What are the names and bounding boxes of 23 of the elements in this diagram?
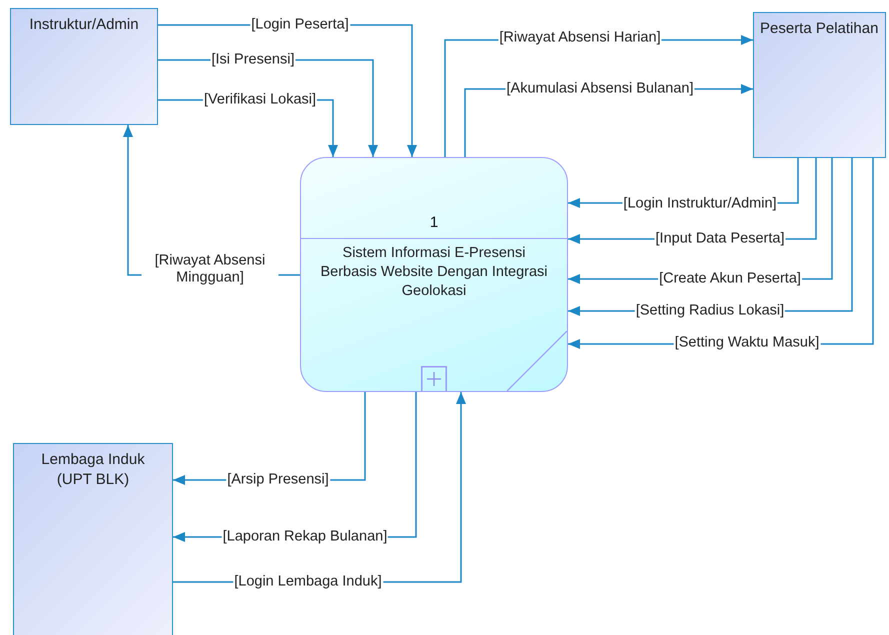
edge-label: [Arsip Presensi] [226,471,330,489]
entity-label: Instruktur/Admin [29,15,139,34]
external-entity-box [13,443,173,635]
edge-label: [Isi Presensi] [210,51,296,69]
edge-label: [Login Lembaga Induk] [233,573,383,591]
edge-label: [Riwayat Absensi Mingguan] [142,252,278,288]
edge-label: [Input Data Peserta] [654,230,786,248]
edge-label: [Create Akun Peserta] [658,270,802,288]
edge-label: [Login Instruktur/Admin] [622,195,778,213]
edge-label: [Setting Radius Lokasi] [634,302,786,320]
process-number: 1 [428,214,440,231]
entity-label: Lembaga Induk (UPT BLK) [40,450,146,489]
edge-label: [Verifikasi Lokasi] [202,91,318,109]
edge-label: [Laporan Rekap Bulanan] [222,528,388,546]
edge-label: [Akumulasi Absensi Bulanan] [506,80,694,98]
edge-label: [Setting Waktu Masuk] [674,334,820,352]
edge-label: [Login Peserta] [250,16,350,34]
external-entity-box [10,8,158,125]
process-box [300,157,568,392]
entity-label: Peserta Pelatihan [760,19,878,38]
process-label: Sistem Informasi E-Presensi Berbasis Website Dengan Integrasi Geolokasi [319,244,549,301]
edge-label: [Riwayat Absensi Harian] [498,29,662,47]
external-entity-box [753,12,886,158]
